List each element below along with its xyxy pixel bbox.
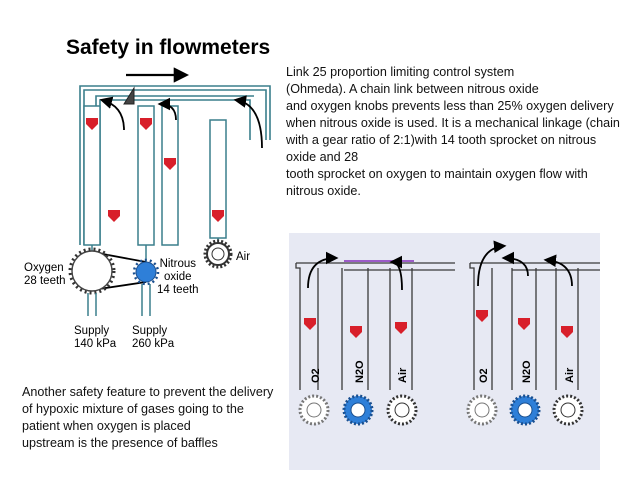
oxygen-float — [86, 118, 98, 130]
oxygen-float — [108, 210, 120, 222]
baffles-panel-left — [295, 251, 455, 426]
air-flow-tube — [209, 119, 227, 244]
oxygen-sprocket-label: Oxygen 28 teeth — [24, 262, 66, 288]
paragraph-link25: Link 25 proportion limiting control syst… — [286, 64, 620, 200]
paragraph-line: (Ohmeda). A chain link between nitrous o… — [286, 82, 539, 96]
paragraph-line: tooth sprocket on oxygen to maintain oxy… — [286, 167, 588, 181]
flow-arrow — [99, 96, 125, 131]
label-line: 140 kPa — [74, 338, 117, 350]
baffles-panel — [289, 233, 600, 470]
paragraph-line: and oxygen knobs prevents less than 25% … — [286, 99, 614, 113]
paragraph-line: Another safety feature to prevent the de… — [22, 385, 274, 399]
label-line: Supply — [74, 325, 110, 337]
gas-label-n2o: N2O — [354, 360, 366, 383]
paragraph-baffles: Another safety feature to prevent the de… — [22, 384, 273, 452]
label-line: Nitrous — [159, 258, 196, 270]
nitrous-flow-tube — [137, 105, 179, 262]
supply-pipes — [87, 284, 151, 316]
gas-label-n2o: N2O — [521, 360, 533, 383]
gas-label-air: Air — [397, 367, 409, 383]
label-line: 260 kPa — [132, 338, 175, 350]
paragraph-line: nitrous oxide. — [286, 184, 361, 198]
flow-arrow — [157, 97, 177, 121]
air-float — [212, 210, 224, 222]
label-line: 28 teeth — [24, 275, 66, 287]
label-line: Oxygen — [24, 262, 64, 274]
label-line: Supply — [132, 325, 168, 337]
paragraph-line: with a gear ratio of 2:1)with 14 tooth s… — [286, 133, 597, 147]
paragraph-line: when nitrous oxide is used. It is a mech… — [286, 116, 620, 130]
paragraph-line: of hypoxic mixture of gases going to the — [22, 402, 244, 416]
air-label: Air — [236, 251, 251, 263]
flow-arrow — [233, 95, 263, 149]
gas-label-o2: O2 — [310, 368, 322, 383]
slide-title: Safety in flowmeters — [66, 36, 271, 59]
nitrous-sprocket — [132, 258, 160, 286]
nitrous-float — [164, 158, 176, 170]
paragraph-line: oxide and 28 — [286, 150, 359, 164]
nitrous-float — [140, 118, 152, 130]
baffles-panel-right — [466, 240, 600, 426]
baffle-wedge — [123, 86, 135, 105]
label-line: 14 teeth — [157, 284, 199, 296]
paragraph-line: upstream is the presence of baffles — [22, 436, 218, 450]
paragraph-line: patient when oxygen is placed — [22, 419, 191, 433]
oxygen-sprocket — [68, 247, 116, 295]
gas-label-air: Air — [564, 367, 576, 383]
label-line: oxide — [164, 271, 192, 283]
nitrous-supply-label: Supply 260 kPa — [132, 325, 174, 351]
oxygen-supply-label: Supply 140 kPa — [74, 325, 116, 351]
air-knob — [203, 239, 233, 269]
paragraph-line: Link 25 proportion limiting control syst… — [286, 65, 515, 79]
gas-label-o2: O2 — [478, 368, 490, 383]
nitrous-sprocket-label: Nitrous oxide 14 teeth — [157, 258, 199, 297]
